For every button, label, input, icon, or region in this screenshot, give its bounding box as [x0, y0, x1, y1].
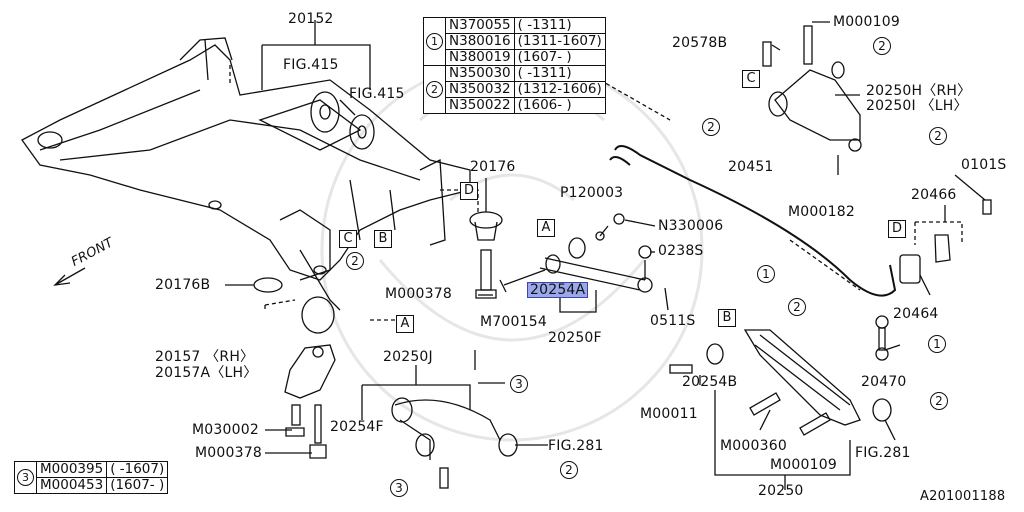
label-20250[interactable]: 20250: [758, 483, 804, 499]
label-20466[interactable]: 20466: [911, 187, 957, 203]
label-m00011[interactable]: M00011: [640, 406, 698, 422]
label-20176[interactable]: 20176: [470, 159, 516, 175]
ref-one-cell: 1: [423, 17, 446, 66]
table-row: N380019(1607- ): [424, 49, 606, 66]
label-20157[interactable]: 20157 〈RH〉: [155, 349, 255, 365]
label-n330006[interactable]: N330006: [658, 218, 724, 234]
ref-two-cell: 2: [423, 65, 446, 114]
bushing-20152: [310, 91, 375, 150]
ref-box-b-right[interactable]: B: [718, 309, 736, 327]
label-20451[interactable]: 20451: [728, 159, 774, 175]
ref-circle-1[interactable]: 1: [757, 265, 775, 283]
label-20578b[interactable]: 20578B: [672, 35, 728, 51]
ref-circle-3[interactable]: 3: [510, 375, 528, 393]
label-20254b[interactable]: 20254B: [682, 374, 738, 390]
dashed-reference-lines: [229, 65, 861, 321]
table-row: N350022(1606- ): [424, 97, 606, 114]
stopper-20176: [469, 178, 503, 299]
ref-box-c-left[interactable]: C: [339, 230, 357, 248]
pad-20176b: [253, 277, 283, 293]
crossmember-frame: [21, 37, 471, 311]
ref-box-a-middle[interactable]: A: [537, 219, 555, 237]
lower-arm-20250: [669, 329, 892, 436]
label-fig415-left[interactable]: FIG.415: [283, 57, 339, 73]
ref-circle-2[interactable]: 2: [929, 127, 947, 145]
ref-circle-2[interactable]: 2: [930, 392, 948, 410]
bracket-20157: [284, 296, 336, 459]
table-row: M000453(1607- ): [15, 477, 169, 494]
bushing-20464: [899, 199, 992, 284]
ref-circle-2[interactable]: 2: [560, 461, 578, 479]
label-20250h[interactable]: 20250H〈RH〉: [866, 83, 972, 99]
label-m700154[interactable]: M700154: [480, 314, 547, 330]
label-m000109-top[interactable]: M000109: [833, 14, 900, 30]
ref-box-d-right[interactable]: D: [888, 220, 906, 238]
label-m000182[interactable]: M000182: [788, 204, 855, 220]
table-row: N380016(1311-1607): [424, 33, 606, 50]
ref-circle-2[interactable]: 2: [788, 298, 806, 316]
ref-circle-2[interactable]: 2: [702, 118, 720, 136]
label-20254f[interactable]: 20254F: [330, 419, 384, 435]
leader-lines: [265, 21, 986, 454]
upper-arm-20250h: [762, 25, 862, 152]
ref-circle-3[interactable]: 3: [390, 479, 408, 497]
diagram-id: A201001188: [920, 489, 1006, 504]
ref-circle-2[interactable]: 2: [346, 252, 364, 270]
link-20250j: [391, 397, 518, 489]
link-20250f: [499, 213, 653, 293]
ref-three-cell: 3: [14, 461, 37, 494]
label-20470[interactable]: 20470: [861, 374, 907, 390]
label-20176b[interactable]: 20176B: [155, 277, 211, 293]
ref-box-a-left[interactable]: A: [396, 315, 414, 333]
label-m000109-bottom[interactable]: M000109: [770, 457, 837, 473]
label-m000378-bottom[interactable]: M000378: [195, 445, 262, 461]
label-0511s[interactable]: 0511S: [650, 313, 696, 329]
ref-circle-1[interactable]: 1: [928, 335, 946, 353]
label-20250i[interactable]: 20250I 〈LH〉: [866, 98, 968, 114]
label-fig281-right[interactable]: FIG.281: [855, 445, 911, 461]
label-20152[interactable]: 20152: [288, 11, 334, 27]
label-m030002[interactable]: M030002: [192, 422, 259, 438]
front-arrow: [53, 267, 86, 286]
label-20254a-highlighted[interactable]: 20254A: [527, 282, 589, 298]
label-fig415-right[interactable]: FIG.415: [349, 86, 405, 102]
label-20250j[interactable]: 20250J: [383, 349, 433, 365]
ref-box-d-top[interactable]: D: [460, 182, 478, 200]
label-20464[interactable]: 20464: [893, 306, 939, 322]
stabilizer-bar: [609, 145, 897, 297]
ref-circle-2[interactable]: 2: [873, 37, 891, 55]
label-0238s[interactable]: 0238S: [658, 243, 704, 259]
label-m000378-top[interactable]: M000378: [385, 286, 452, 302]
label-20250f[interactable]: 20250F: [548, 330, 602, 346]
label-fig281-left[interactable]: FIG.281: [548, 438, 604, 454]
stabilizer-link-20470: [875, 315, 889, 361]
label-p120003[interactable]: P120003: [560, 185, 624, 201]
ref-box-c-right[interactable]: C: [742, 70, 760, 88]
ref-box-b-left[interactable]: B: [374, 230, 392, 248]
label-20157a[interactable]: 20157A〈LH〉: [155, 365, 258, 381]
table-row: N350032(1312-1606): [424, 81, 606, 98]
label-0101s[interactable]: 0101S: [961, 157, 1007, 173]
label-m000360[interactable]: M000360: [720, 438, 787, 454]
